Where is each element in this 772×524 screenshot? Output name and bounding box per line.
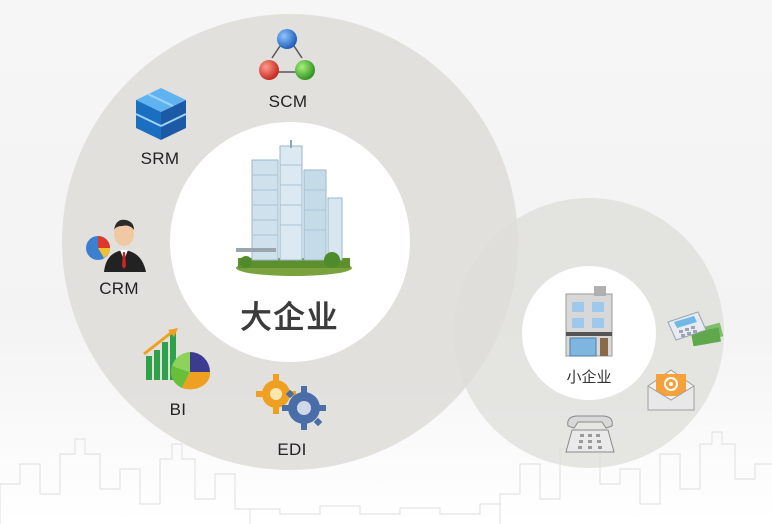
- businessman-pie-icon: [86, 219, 146, 272]
- cube-stack-icon: [135, 88, 187, 140]
- network-nodes-icon: [259, 29, 315, 80]
- shop-building-icon: [565, 286, 613, 357]
- telephone-icon: [565, 415, 615, 453]
- large-enterprise-title: 大企业: [240, 300, 340, 336]
- city-skyline-background: [0, 431, 772, 524]
- skyscraper-icon: [236, 140, 352, 276]
- calculator-money-icon: [667, 311, 724, 346]
- gears-icon: [256, 374, 326, 430]
- email-envelope-icon: [647, 369, 695, 411]
- srm-label: SRM: [140, 149, 180, 168]
- bar-pie-chart-icon: [143, 328, 211, 390]
- scm-label: SCM: [268, 92, 308, 111]
- edi-label: EDI: [277, 440, 307, 459]
- crm-label: CRM: [99, 279, 139, 298]
- bi-label: BI: [169, 400, 187, 419]
- small-enterprise-title: 小企业: [566, 368, 612, 386]
